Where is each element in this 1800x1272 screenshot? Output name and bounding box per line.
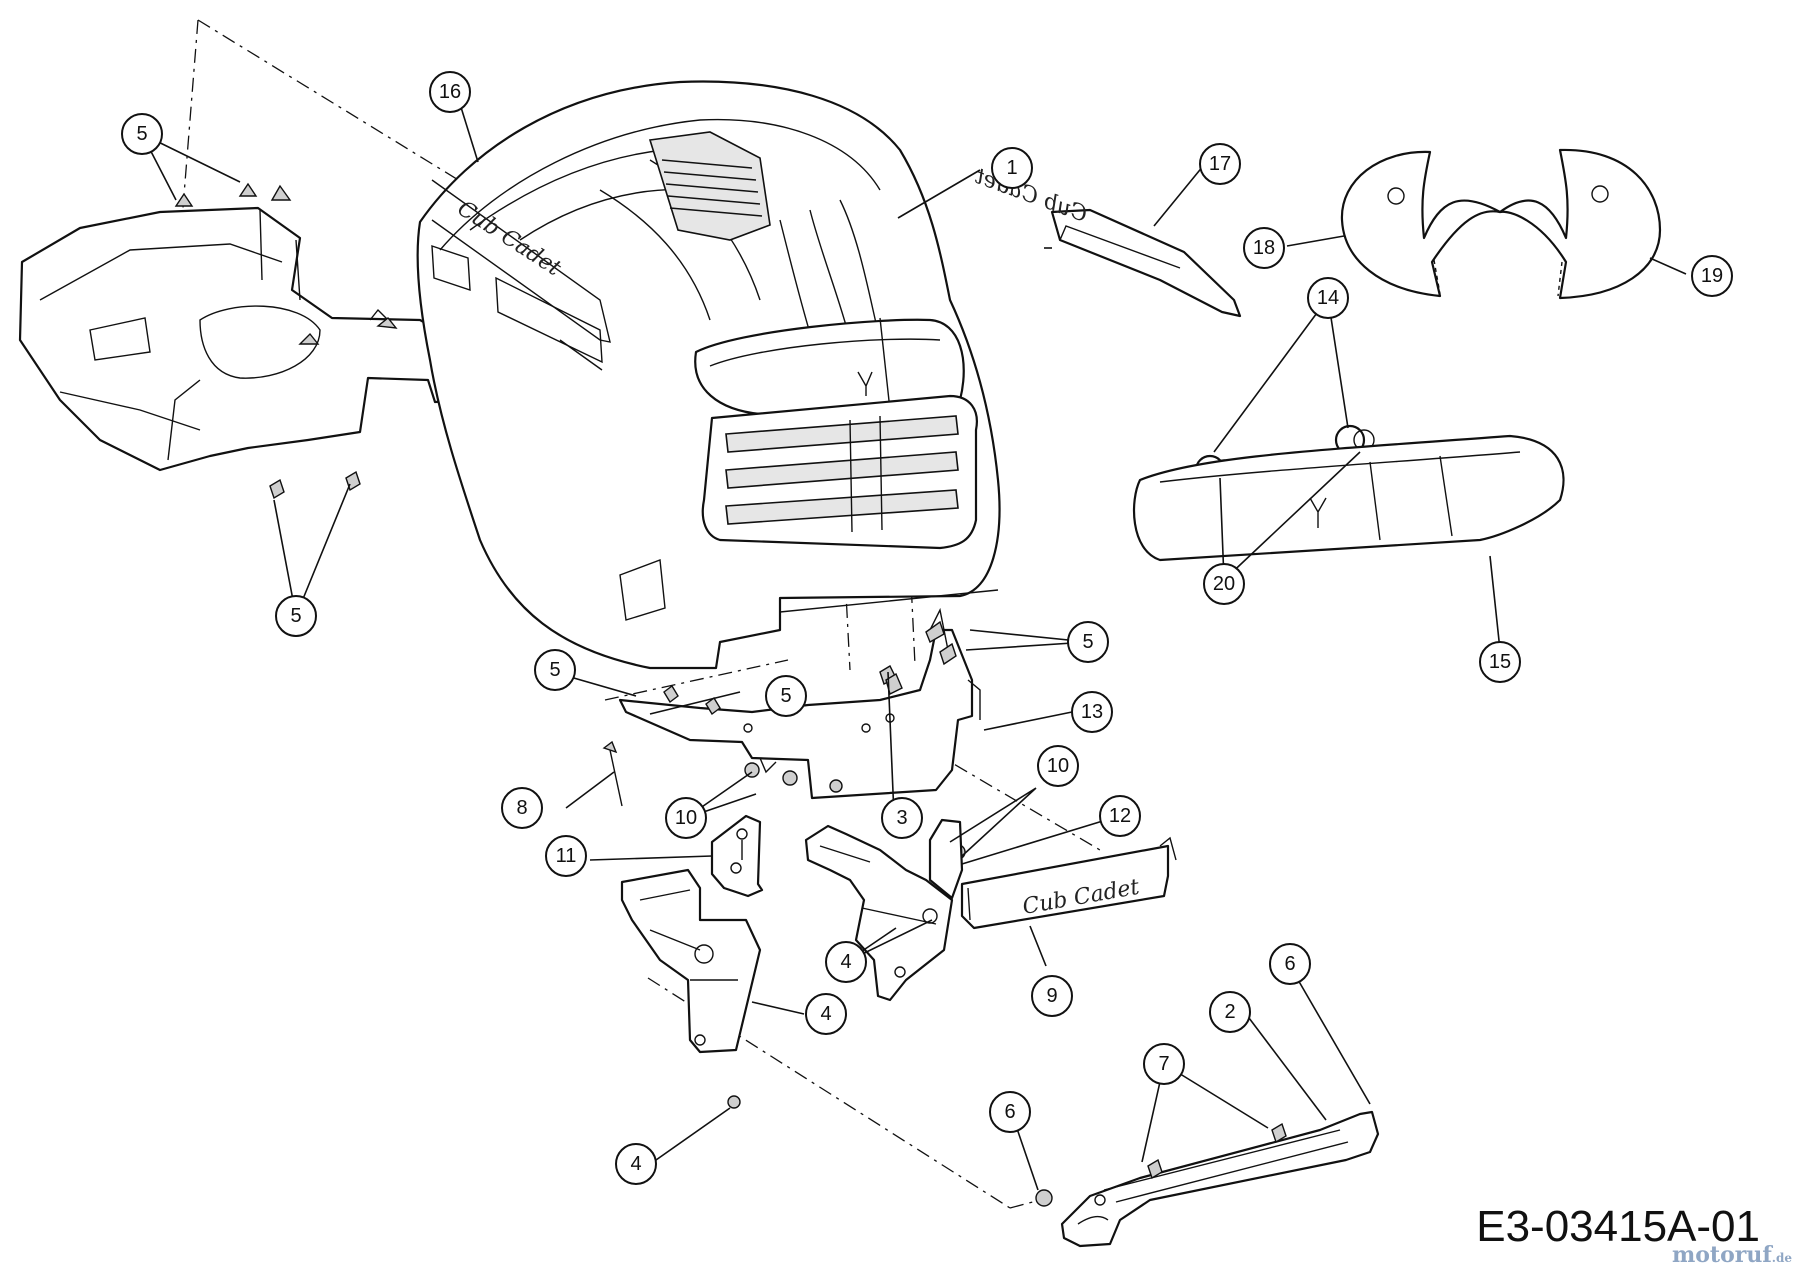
hinge-arm-left bbox=[620, 868, 762, 1054]
dash-panel-part bbox=[18, 182, 472, 500]
callout-7: 7 bbox=[1143, 1043, 1185, 1085]
svg-text:10: 10 bbox=[1047, 755, 1069, 777]
watermark-name: motoruf bbox=[1671, 1242, 1772, 1268]
svg-text:5: 5 bbox=[549, 659, 560, 681]
svg-text:15: 15 bbox=[1489, 651, 1511, 673]
svg-text:6: 6 bbox=[1284, 953, 1295, 975]
svg-text:4: 4 bbox=[820, 1003, 831, 1025]
watermark-suffix: .de bbox=[1771, 1251, 1792, 1265]
bumper-part-2 bbox=[1060, 1110, 1380, 1248]
callout-13: 13 bbox=[1071, 691, 1113, 733]
hood-part: Cub Cadet bbox=[416, 80, 1001, 670]
svg-text:5: 5 bbox=[780, 685, 791, 707]
callout-5-e: 5 bbox=[765, 675, 807, 717]
callout-12: 12 bbox=[1099, 795, 1141, 837]
callout-4-c: 4 bbox=[615, 1143, 657, 1185]
svg-text:8: 8 bbox=[516, 797, 527, 819]
callout-11: 11 bbox=[545, 835, 587, 877]
svg-text:13: 13 bbox=[1081, 701, 1103, 723]
watermark: motoruf.de bbox=[1672, 1242, 1792, 1268]
callout-2: 2 bbox=[1209, 991, 1251, 1033]
callout-15: 15 bbox=[1479, 641, 1521, 683]
svg-text:12: 12 bbox=[1109, 805, 1131, 827]
callout-5-b: 5 bbox=[275, 595, 317, 637]
svg-text:5: 5 bbox=[1082, 631, 1093, 653]
svg-text:5: 5 bbox=[136, 123, 147, 145]
svg-text:2: 2 bbox=[1224, 1001, 1235, 1023]
svg-text:1: 1 bbox=[1006, 157, 1017, 179]
callout-6-a: 6 bbox=[1269, 943, 1311, 985]
hinge-arm-right bbox=[804, 818, 964, 1002]
svg-text:5: 5 bbox=[290, 605, 301, 627]
hinge-plate-part-11 bbox=[710, 814, 764, 898]
callout-10-a: 10 bbox=[665, 797, 707, 839]
callout-14: 14 bbox=[1307, 277, 1349, 319]
svg-text:20: 20 bbox=[1213, 573, 1235, 595]
callout-4-b: 4 bbox=[805, 993, 847, 1035]
decal-part-19 bbox=[1498, 148, 1662, 300]
callout-1: 1 bbox=[991, 147, 1033, 189]
callout-20: 20 bbox=[1203, 563, 1245, 605]
svg-text:4: 4 bbox=[840, 951, 851, 973]
svg-text:14: 14 bbox=[1317, 287, 1339, 309]
svg-text:6: 6 bbox=[1004, 1101, 1015, 1123]
callout-9: 9 bbox=[1031, 975, 1073, 1017]
svg-text:7: 7 bbox=[1158, 1053, 1169, 1075]
svg-text:17: 17 bbox=[1209, 153, 1231, 175]
callout-8: 8 bbox=[501, 787, 543, 829]
svg-text:19: 19 bbox=[1701, 265, 1723, 287]
svg-text:16: 16 bbox=[439, 81, 461, 103]
svg-text:18: 18 bbox=[1253, 237, 1275, 259]
svg-text:4: 4 bbox=[630, 1153, 641, 1175]
callout-10-b: 10 bbox=[1037, 745, 1079, 787]
drawing-code: E3-03415A-01 bbox=[1476, 1202, 1760, 1251]
svg-text:3: 3 bbox=[896, 807, 907, 829]
callout-19: 19 bbox=[1691, 255, 1733, 297]
svg-text:11: 11 bbox=[556, 845, 577, 867]
callout-6-b: 6 bbox=[989, 1091, 1031, 1133]
callout-5-c: 5 bbox=[1067, 621, 1109, 663]
callout-5-d: 5 bbox=[534, 649, 576, 691]
callout-18: 18 bbox=[1243, 227, 1285, 269]
decal-part-18 bbox=[1340, 150, 1502, 298]
callout-3: 3 bbox=[881, 797, 923, 839]
svg-text:9: 9 bbox=[1046, 985, 1057, 1007]
callout-4-a: 4 bbox=[825, 941, 867, 983]
callout-16: 16 bbox=[429, 71, 471, 113]
grille-badge-part-9: Cub Cadet bbox=[960, 836, 1177, 930]
callout-5-a: 5 bbox=[121, 113, 163, 155]
svg-text:10: 10 bbox=[675, 807, 697, 829]
callout-17: 17 bbox=[1199, 143, 1241, 185]
headlight-lens-part-15 bbox=[1132, 434, 1565, 562]
